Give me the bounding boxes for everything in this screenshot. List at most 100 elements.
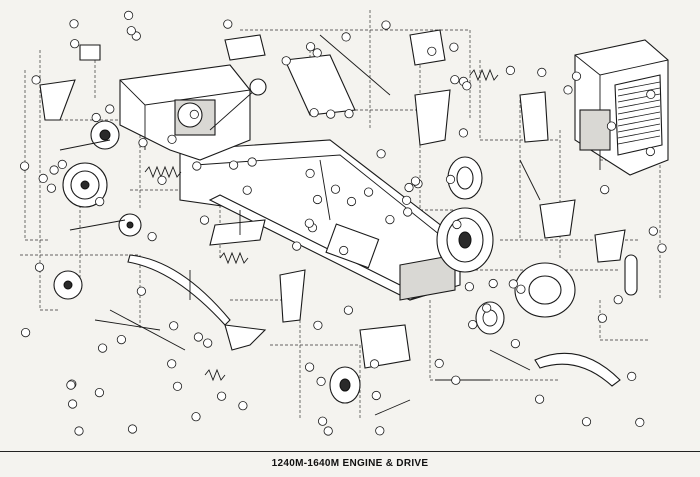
transaxle-pulley <box>62 162 108 208</box>
callout-bubble <box>462 81 472 91</box>
cylinder-fin <box>617 135 661 145</box>
callout-bubble <box>645 146 656 157</box>
idler-pulley-lower <box>53 270 83 300</box>
callout-bubble <box>94 387 105 398</box>
callout-bubble <box>229 160 239 170</box>
callout-bubble <box>401 195 412 205</box>
callout-bubble <box>341 32 351 42</box>
callout-bubble <box>281 56 291 66</box>
callout-bubble <box>309 108 319 118</box>
callout-bubble <box>600 185 610 195</box>
shift-lever <box>209 78 267 131</box>
double-drive-pulley <box>436 207 494 273</box>
callout-bubble <box>46 183 57 193</box>
callout-bubble <box>304 218 314 228</box>
exploded-parts-diagram <box>20 10 669 436</box>
callout-bubble <box>516 284 526 294</box>
callout-bubble <box>21 327 31 338</box>
callout-bubble <box>147 232 157 242</box>
idler-pulley-left <box>118 213 142 237</box>
cylinder-fin <box>617 111 661 121</box>
cylinder-fin <box>617 87 661 97</box>
callout-bubble <box>316 376 326 386</box>
callout-bubble <box>449 42 459 52</box>
callout-bubble <box>363 187 374 197</box>
cylinder-fin <box>617 105 661 115</box>
callout-bubble <box>452 219 462 230</box>
callout-bubble <box>242 185 252 195</box>
callout-bubble <box>68 399 78 409</box>
cylinder-fin <box>617 99 661 109</box>
lower-idler-pulley <box>329 366 361 404</box>
callout-bubble <box>563 85 573 95</box>
callout-bubble <box>157 175 167 185</box>
callout-bubble <box>20 161 30 171</box>
callout-bubble <box>193 332 203 342</box>
callout-bubble <box>534 394 545 404</box>
callout-bubble <box>344 109 354 119</box>
callout-bubble <box>606 121 617 131</box>
callout-bubble <box>330 184 341 194</box>
callout-bubble <box>312 48 322 58</box>
callout-bubble <box>192 161 202 171</box>
callout-bubble <box>38 173 48 183</box>
callout-bubble <box>116 334 127 345</box>
cylinder-fins <box>617 81 661 145</box>
callout-bubble <box>292 241 302 251</box>
callout-bubble <box>482 303 492 313</box>
callout-bubble <box>571 71 582 81</box>
callout-bubble <box>66 380 76 390</box>
callout-bubble <box>635 417 645 427</box>
callout-bubble <box>95 197 105 207</box>
main-frame <box>179 139 461 301</box>
callout-bubble <box>326 109 336 119</box>
callout-bubble <box>31 75 41 85</box>
callout-bubble <box>34 262 45 272</box>
callout-bubble <box>339 245 349 256</box>
callout-bubble <box>138 138 148 148</box>
callout-bubble <box>305 42 316 52</box>
clutch-housing <box>514 262 576 318</box>
callout-bubble <box>167 359 177 369</box>
callout-bubble <box>458 128 468 138</box>
cylinder-fin <box>617 81 661 91</box>
callout-bubble <box>371 390 381 401</box>
mid-pulley <box>447 156 483 200</box>
callout-bubble <box>49 165 59 175</box>
cylinder-fin <box>617 117 661 127</box>
callout-bubble <box>74 426 84 436</box>
callout-bubble <box>445 174 456 184</box>
callout-bubble <box>505 65 515 76</box>
callout-bubble <box>613 295 623 305</box>
callout-bubble <box>124 10 134 20</box>
callout-bubble <box>410 176 421 186</box>
callout-bubble <box>648 226 658 236</box>
callout-bubble <box>376 149 386 159</box>
callout-bubble <box>403 207 413 217</box>
callout-bubble <box>167 134 177 144</box>
callout-bubble <box>69 19 79 29</box>
callout-bubble <box>305 168 315 178</box>
callout-bubble <box>217 391 227 401</box>
cylinder-fin <box>617 123 661 133</box>
callout-bubble <box>191 412 201 422</box>
callout-bubble <box>172 381 183 391</box>
callout-bubble <box>91 112 101 123</box>
part-callouts <box>20 10 667 436</box>
callout-bubble <box>70 39 80 49</box>
callout-bubble <box>657 243 667 253</box>
callout-bubble <box>223 19 233 29</box>
callout-bubble <box>385 215 395 225</box>
callout-bubble <box>304 362 315 372</box>
callout-bubble <box>581 417 592 427</box>
callout-bubble <box>375 426 385 436</box>
transaxle-housing <box>90 64 251 161</box>
callout-bubble <box>169 321 179 331</box>
callout-bubble <box>369 359 380 369</box>
callout-bubble <box>450 75 460 85</box>
callout-bubble <box>451 375 461 385</box>
callout-bubble <box>346 196 357 207</box>
shafts-and-bolts <box>59 34 541 416</box>
callout-bubble <box>105 104 115 114</box>
callout-bubble <box>57 159 67 169</box>
